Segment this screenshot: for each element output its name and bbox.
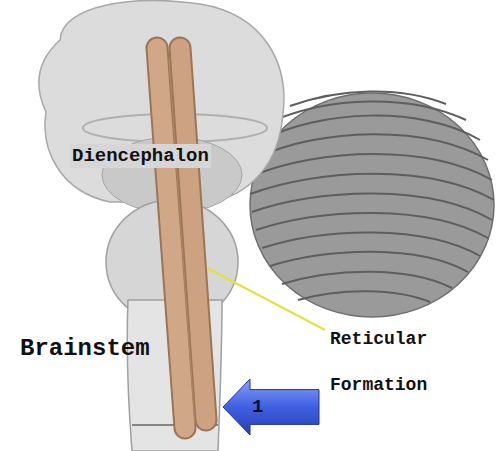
region-label: Brainstem [20,334,150,364]
reticular-columns [157,48,206,428]
arrow-shape [222,378,320,436]
structure-label: Reticular Formation [330,316,442,408]
region-label: Diencephalon [70,144,211,168]
callout-number: 1 [222,378,320,418]
pointer-arrow: 1 [222,378,320,436]
leader-line [207,268,325,330]
cerebellum [250,93,494,317]
cerebellum-folia [250,91,494,302]
